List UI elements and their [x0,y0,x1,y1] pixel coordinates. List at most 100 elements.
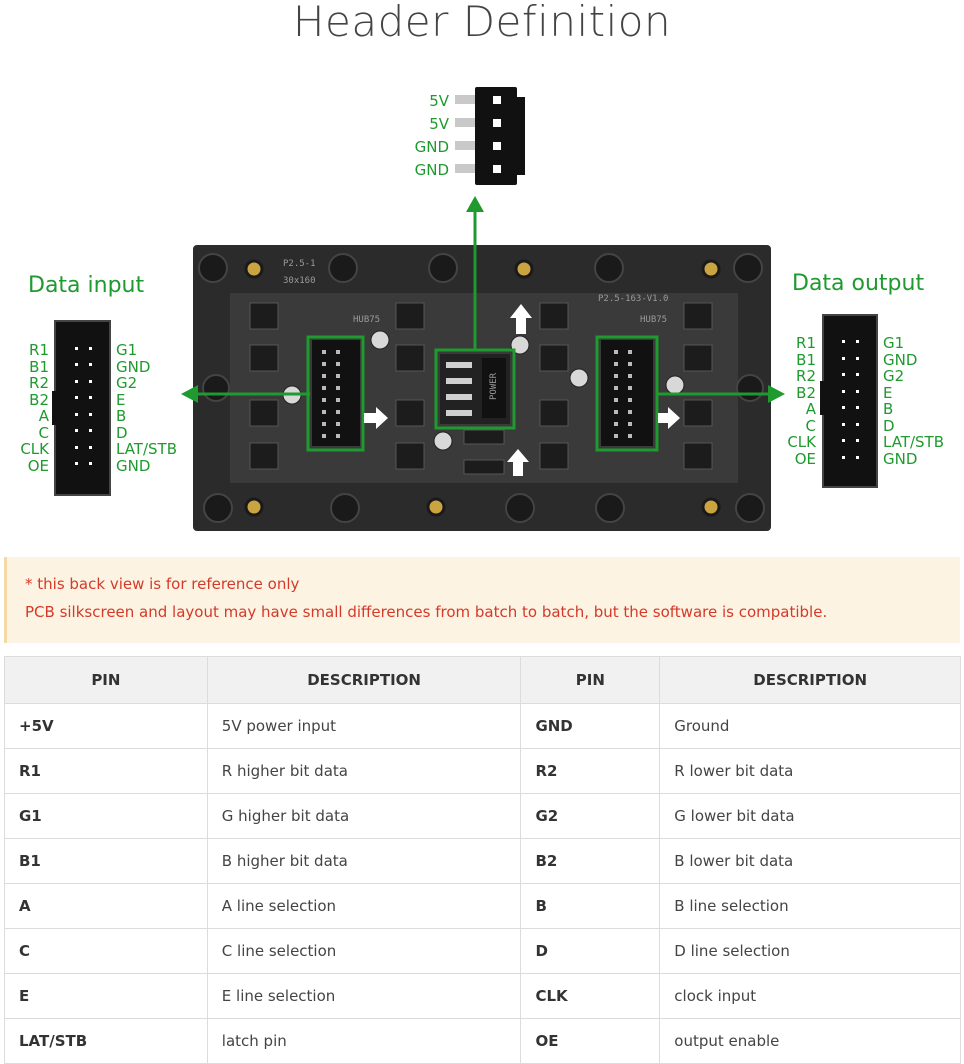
pin-cell: R2 [520,748,661,794]
table-row: B1 B higher bit data B2 B lower bit data [4,838,961,884]
description-cell: output enable [659,1018,961,1064]
output-pin-label: G2 [883,367,904,385]
mount-hole [733,253,763,283]
mount-hole [595,493,625,523]
input-pin-label: LAT/STB [116,440,177,458]
input-pin-label: E [116,391,125,409]
pin-cell: B [520,883,661,929]
table-row: A A line selection B B line selection [4,883,961,929]
pcb-silkscreen: P2.5-1 [283,259,316,269]
pcb-chip [395,302,425,330]
input-pin-label: OE [28,457,49,475]
pcb-direction-arrows [364,304,680,476]
pin-cell: OE [520,1018,661,1064]
table-row: G1 G higher bit data G2 G lower bit data [4,793,961,839]
note-line-1: * this back view is for reference only [25,575,300,593]
power-pin-label: GND [415,138,449,156]
power-pin-hole [493,96,501,104]
power-pin-lead [455,95,477,104]
input-connector-body [54,320,111,496]
pcb-capacitor [569,368,589,388]
pcb-chip [249,344,279,372]
pcb-chip [539,344,569,372]
description-cell: clock input [659,973,961,1019]
mount-hole [505,493,535,523]
output-pin-label: G1 [883,334,904,352]
column-header: PIN [4,656,208,704]
pin-cell: D [520,928,661,974]
output-pin-label: GND [883,351,917,369]
pcb-chip [539,302,569,330]
power-pin-lead [455,164,477,173]
column-header: DESCRIPTION [659,656,961,704]
data-input-header: Data input R1 B1 R2 B2 A C CLK OE G1 GND… [20,273,177,496]
page-title: Header Definition [292,0,672,46]
board-arrow-right-icon [364,407,388,429]
output-pin-label: B [883,400,893,418]
power-header: 5V 5V GND GND [415,87,525,185]
input-pin-label: R2 [29,374,49,392]
reference-note: * this back view is for reference only P… [4,557,960,643]
pin-cell: G1 [4,793,208,839]
mount-hole [735,493,765,523]
pcb-chip [539,442,569,470]
output-pin-label: R1 [796,334,816,352]
column-header: PIN [520,656,661,704]
board-arrow-right-icon [658,407,680,429]
pcb-board: P2.5-1 30x160 P2.5-163-V1.0 HUB75 HUB75 [193,245,771,531]
brass-standoff [244,497,264,517]
output-connector-body [822,314,878,488]
pcb-power-housing [482,358,506,418]
input-connector-key [52,391,58,425]
header-diagram: 5V 5V GND GND [20,87,944,531]
description-cell: D line selection [659,928,961,974]
pcb-chip [463,429,505,445]
pcb-silkscreen: 30x160 [283,276,316,286]
table-row: +5V 5V power input GND Ground [4,703,961,749]
pcb-chip [683,399,713,427]
data-input-label: Data input [28,273,144,298]
pin-cell: +5V [4,703,208,749]
description-cell: B lower bit data [659,838,961,884]
pcb-capacitor [433,431,453,451]
pcb-chip [395,344,425,372]
pin-cell: LAT/STB [4,1018,208,1064]
pcb-chip [395,442,425,470]
output-pin-label: E [883,384,892,402]
input-pin-label: B [116,407,126,425]
description-cell: R higher bit data [206,748,522,794]
power-pin-hole [493,142,501,150]
arrow-up-icon [466,196,484,212]
input-pin-label: G1 [116,341,137,359]
input-pin-label: C [39,424,49,442]
pcb-chip [463,459,505,475]
mount-hole [594,253,624,283]
output-pin-label: CLK [787,433,817,451]
description-cell: 5V power input [206,703,522,749]
description-cell: E line selection [206,973,522,1019]
power-pin-hole [493,165,501,173]
output-pin-label: GND [883,450,917,468]
pin-cell: CLK [520,973,661,1019]
table-row: C C line selection D D line selection [4,928,961,974]
input-pin-label: D [116,424,128,442]
input-pin-label: B1 [29,358,49,376]
pcb-capacitor [665,375,685,395]
brass-standoff [244,259,264,279]
description-cell: R lower bit data [659,748,961,794]
output-connector-key [820,381,826,415]
input-pin-label: GND [116,457,150,475]
input-pin-label: CLK [20,440,50,458]
power-pin-lead [455,118,477,127]
pcb-power-silkscreen: POWER [489,372,499,400]
pin-cell: E [4,973,208,1019]
arrow-right-icon [768,385,785,403]
table-row: LAT/STB latch pin OE output enable [4,1018,961,1064]
output-pin-label: B1 [796,351,816,369]
input-pin-label: A [39,407,50,425]
table-header-row: PIN DESCRIPTION PIN DESCRIPTION [4,656,961,704]
output-pin-label: D [883,417,895,435]
pcb-chip [683,344,713,372]
pin-cell: A [4,883,208,929]
pin-description-table: PIN DESCRIPTION PIN DESCRIPTION +5V 5V p… [4,656,961,1064]
